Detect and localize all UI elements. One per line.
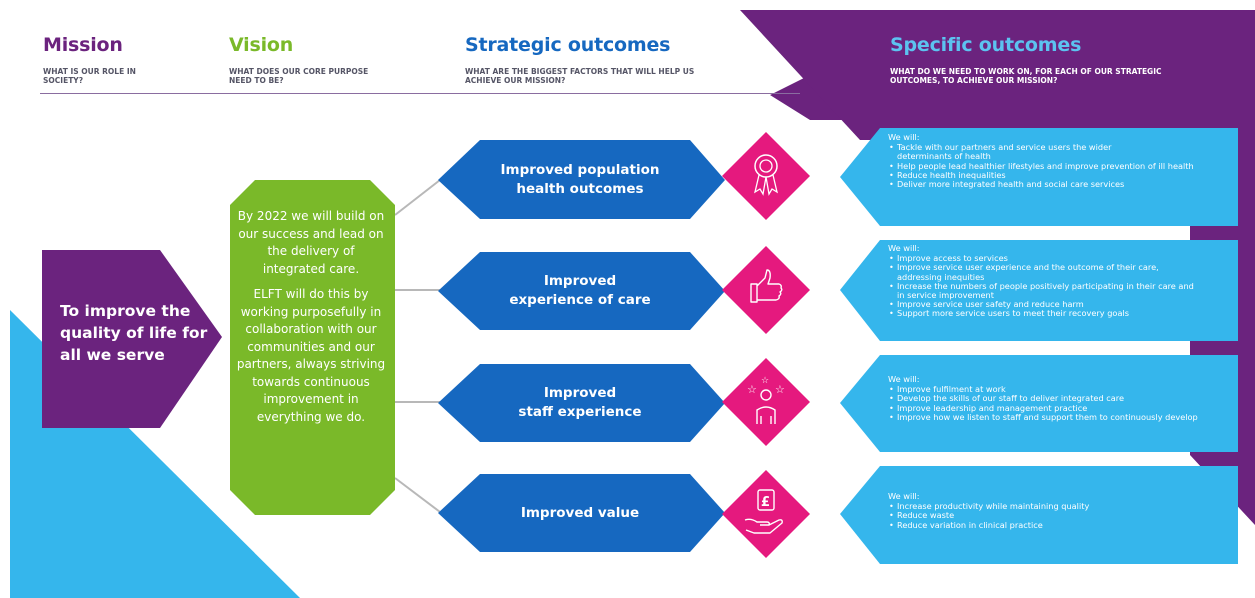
vision-shape: [230, 180, 395, 515]
strategic-outcome-2-line-1: Improved: [543, 273, 617, 289]
list-item: Improve fulfilment at work: [888, 384, 1238, 394]
specific-outcomes-1: We will: Tackle with our partners and se…: [888, 132, 1238, 189]
svg-text:☆: ☆: [747, 383, 757, 396]
rosette-award-icon: [722, 132, 810, 220]
specific-outcomes-2: We will: Improve access to services Impr…: [888, 243, 1238, 319]
strategic-outcome-3-line-1: Improved: [543, 385, 617, 401]
header-divider: [40, 93, 800, 94]
specific-outcomes-4-list: Increase productivity while maintaining …: [888, 501, 1238, 530]
strategic-outcome-2: Improved experience of care: [460, 252, 700, 330]
list-item: Deliver more integrated health and socia…: [888, 179, 1238, 189]
svg-text:£: £: [761, 495, 770, 510]
specific-outcomes-heading: Specific outcomes: [890, 34, 1082, 56]
mission-heading: Mission: [43, 34, 123, 56]
list-item: Improve service user experience and the …: [888, 263, 1197, 282]
strategic-outcomes-heading: Strategic outcomes: [465, 34, 671, 56]
svg-text:☆: ☆: [775, 383, 785, 396]
list-item: Improve service user safety and reduce h…: [888, 300, 1238, 310]
list-item: Improve access to services: [888, 253, 1238, 263]
strategic-outcome-1: Improved population health outcomes: [460, 140, 700, 219]
specific-outcomes-1-list: Tackle with our partners and service use…: [888, 142, 1238, 189]
strategic-outcome-3: Improved staff experience: [460, 364, 700, 442]
person-stars-icon: ☆ ☆ ☆: [722, 358, 810, 446]
list-item: Reduce health inequalities: [888, 170, 1238, 180]
list-item: Improve leadership and management practi…: [888, 403, 1238, 413]
strategic-hexagon-2: [438, 252, 725, 330]
vision-subheading: WHAT DOES OUR CORE PURPOSE NEED TO BE?: [229, 67, 369, 85]
svg-text:☆: ☆: [761, 376, 769, 386]
list-item: Develop the skills of our staff to deliv…: [888, 394, 1238, 404]
mission-statement: To improve the quality of life for all w…: [60, 302, 208, 364]
specific-outcomes-4: We will: Increase productivity while mai…: [888, 491, 1238, 530]
vision-heading: Vision: [229, 34, 294, 56]
strategic-hexagon-4: [438, 474, 725, 552]
strategic-hexagon-3: [438, 364, 725, 442]
strategic-hexagon-1: [438, 140, 725, 219]
list-item: Improve how we listen to staff and suppo…: [888, 412, 1238, 422]
specific-outcomes-3: We will: Improve fulfilment at work Deve…: [888, 374, 1238, 422]
list-item: Increase the numbers of people positivel…: [888, 281, 1202, 300]
strategic-outcome-2-line-2: experience of care: [509, 292, 651, 308]
specific-outcomes-subheading: WHAT DO WE NEED TO WORK ON, FOR EACH OF …: [890, 67, 1162, 85]
pound-hand-icon: £: [722, 470, 810, 558]
list-item: Reduce variation in clinical practice: [888, 520, 1238, 530]
strategic-outcomes-subheading: WHAT ARE THE BIGGEST FACTORS THAT WILL H…: [465, 67, 695, 85]
specific-outcomes-3-intro: We will:: [888, 374, 920, 384]
vision-paragraph-2: ELFT will do this by working purposefull…: [236, 287, 386, 424]
mission-subheading: WHAT IS OUR ROLE IN SOCIETY?: [43, 67, 136, 85]
list-item: Support more service users to meet their…: [888, 309, 1238, 319]
thumbs-up-icon: [722, 246, 810, 334]
list-item: Tackle with our partners and service use…: [888, 142, 1167, 161]
strategic-outcome-1-line-2: health outcomes: [516, 180, 644, 197]
purple-background-top: [740, 10, 1255, 140]
connector-lines: [394, 179, 441, 513]
specific-outcomes-2-list: Improve access to services Improve servi…: [888, 253, 1238, 319]
strategic-outcome-3-line-2: staff experience: [518, 404, 642, 420]
list-item: Reduce waste: [888, 511, 1238, 521]
strategic-outcome-1-line-1: Improved population: [500, 161, 660, 178]
specific-outcomes-2-intro: We will:: [888, 243, 920, 253]
strategic-outcome-4: Improved value: [460, 474, 700, 552]
specific-outcomes-1-intro: We will:: [888, 132, 920, 142]
vision-statement: By 2022 we will build on our success and…: [236, 208, 386, 434]
mission-shape: [42, 250, 222, 428]
list-item: Increase productivity while maintaining …: [888, 501, 1238, 511]
list-item: Help people lead healthier lifestyles an…: [888, 161, 1197, 171]
specific-outcomes-3-list: Improve fulfilment at work Develop the s…: [888, 384, 1238, 422]
strategic-outcome-4-line-1: Improved value: [520, 504, 640, 521]
vision-paragraph-1: By 2022 we will build on our success and…: [237, 209, 385, 276]
specific-outcomes-4-intro: We will:: [888, 491, 920, 501]
